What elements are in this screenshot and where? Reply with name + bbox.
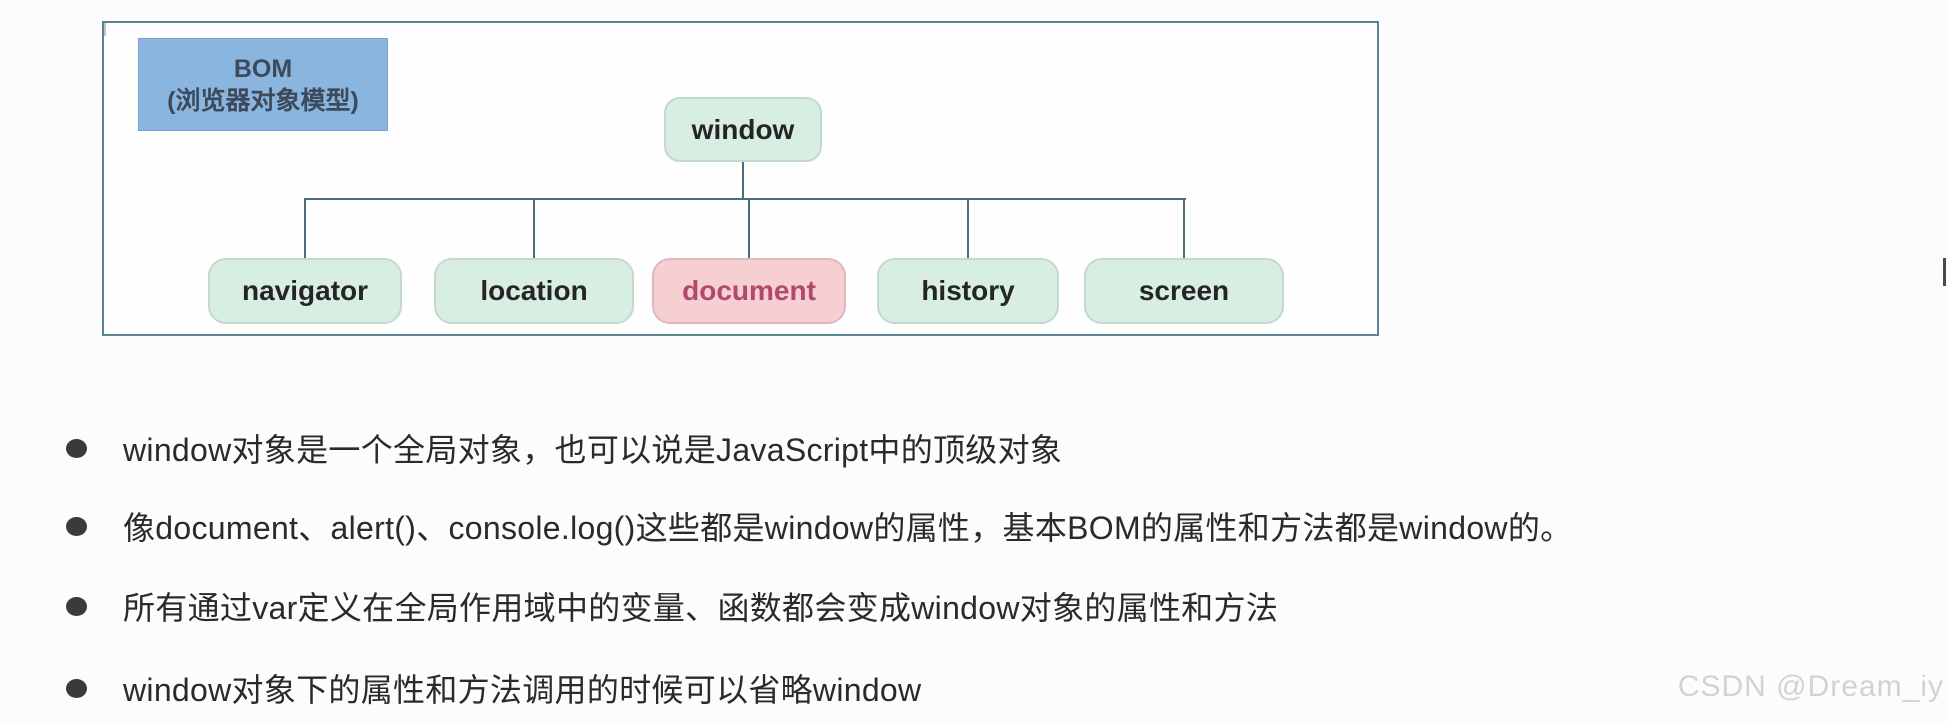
connector-stub-document (748, 198, 750, 258)
bom-diagram-panel: BOM (浏览器对象模型) window navigator location … (102, 21, 1379, 336)
tree-node-history-label: history (921, 275, 1015, 306)
connector-root-drop (742, 162, 744, 199)
bullet-dot-icon (66, 678, 87, 698)
bullet-text: 像document、alert()、console.log()这些都是windo… (123, 510, 1573, 546)
bullet-text: window对象是一个全局对象，也可以说是JavaScript中的顶级对象 (123, 432, 1063, 468)
bullet-dot-icon (66, 438, 87, 458)
connector-document-below (104, 23, 106, 36)
bom-title-line1: BOM (233, 54, 293, 83)
bullet-dot-icon (66, 596, 87, 616)
tree-node-location-label: location (480, 275, 588, 306)
tree-node-navigator-label: navigator (241, 275, 369, 306)
screen-edge-artifact (1943, 258, 1946, 286)
csdn-watermark: CSDN @Dream_iy (1677, 670, 1944, 703)
bom-title-box: BOM (浏览器对象模型) (138, 38, 388, 131)
tree-node-document-label: document (682, 275, 816, 306)
bullet-item: window对象是一个全局对象，也可以说是JavaScript中的顶级对象 (66, 425, 1062, 471)
bullet-dot-icon (66, 516, 87, 536)
bullet-item: window对象下的属性和方法调用的时候可以省略window (66, 665, 921, 711)
bullet-item: 像document、alert()、console.log()这些都是windo… (66, 503, 1572, 549)
connector-stub-history (967, 198, 969, 258)
tree-node-document: document (652, 258, 846, 324)
tree-node-window: window (664, 97, 822, 162)
tree-node-location: location (434, 258, 634, 324)
bullet-text: 所有通过var定义在全局作用域中的变量、函数都会变成window对象的属性和方法 (123, 590, 1279, 626)
connector-stub-navigator (304, 198, 306, 258)
tree-node-screen: screen (1084, 258, 1284, 324)
connector-stub-screen (1183, 198, 1185, 258)
bom-title-line2: (浏览器对象模型) (167, 86, 359, 115)
bullet-item: 所有通过var定义在全局作用域中的变量、函数都会变成window对象的属性和方法 (66, 583, 1278, 629)
tree-node-screen-label: screen (1138, 275, 1230, 306)
tree-node-window-label: window (691, 113, 795, 145)
tree-node-navigator: navigator (208, 258, 402, 324)
connector-stub-location (533, 198, 535, 258)
connector-horizontal-bus (305, 198, 1186, 200)
bullet-text: window对象下的属性和方法调用的时候可以省略window (123, 672, 922, 708)
tree-node-history: history (877, 258, 1059, 324)
